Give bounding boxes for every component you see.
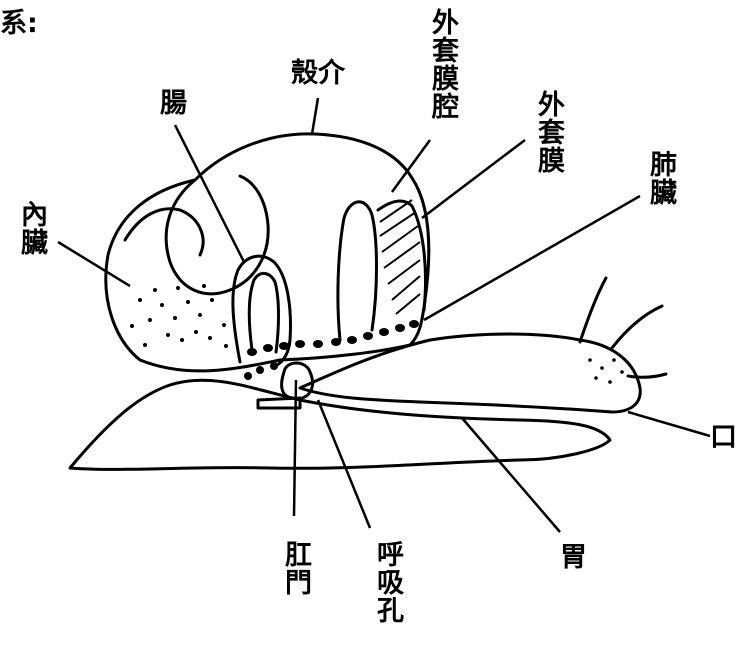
leader-lung [424,196,640,320]
shell-outline [106,134,429,371]
shell-inner-whorl [125,209,203,255]
leader-mantle [422,140,525,218]
leader-shell [312,98,318,134]
leader-mantle-cavity [392,140,430,192]
shell-whorl [166,176,268,294]
leader-respiratory-pore [318,400,370,528]
label-lung: 肺臟 [645,150,676,206]
corner-text: 系: [0,8,38,39]
mantle-cavity-lobe [338,202,377,340]
leader-mouth [628,412,710,436]
leader-viscera [58,242,130,286]
leader-intestine [175,125,244,262]
head-stipple [588,358,624,384]
label-intestine: 腸 [160,88,187,119]
tentacle-1 [580,278,606,342]
leader-anus [294,380,296,516]
label-mantle: 外套膜 [533,90,564,174]
label-respiratory-pore: 呼吸孔 [372,540,403,624]
label-anus: 肛門 [280,540,311,596]
label-viscera: 內臟 [16,200,47,256]
label-shell: 殼介 [291,58,345,89]
tentacle-2 [612,306,662,348]
label-stomach: 胃 [560,542,587,573]
tentacle-3 [628,374,666,377]
label-mantle-cavity: 外套膜腔 [427,8,458,120]
leader-stomach [462,418,560,532]
mantle-hatching [380,200,420,314]
respiratory-pore-opening [258,398,300,408]
snail-head [300,334,640,412]
label-mouth: 口 [710,422,736,453]
intestine-loop-inner [249,273,278,352]
